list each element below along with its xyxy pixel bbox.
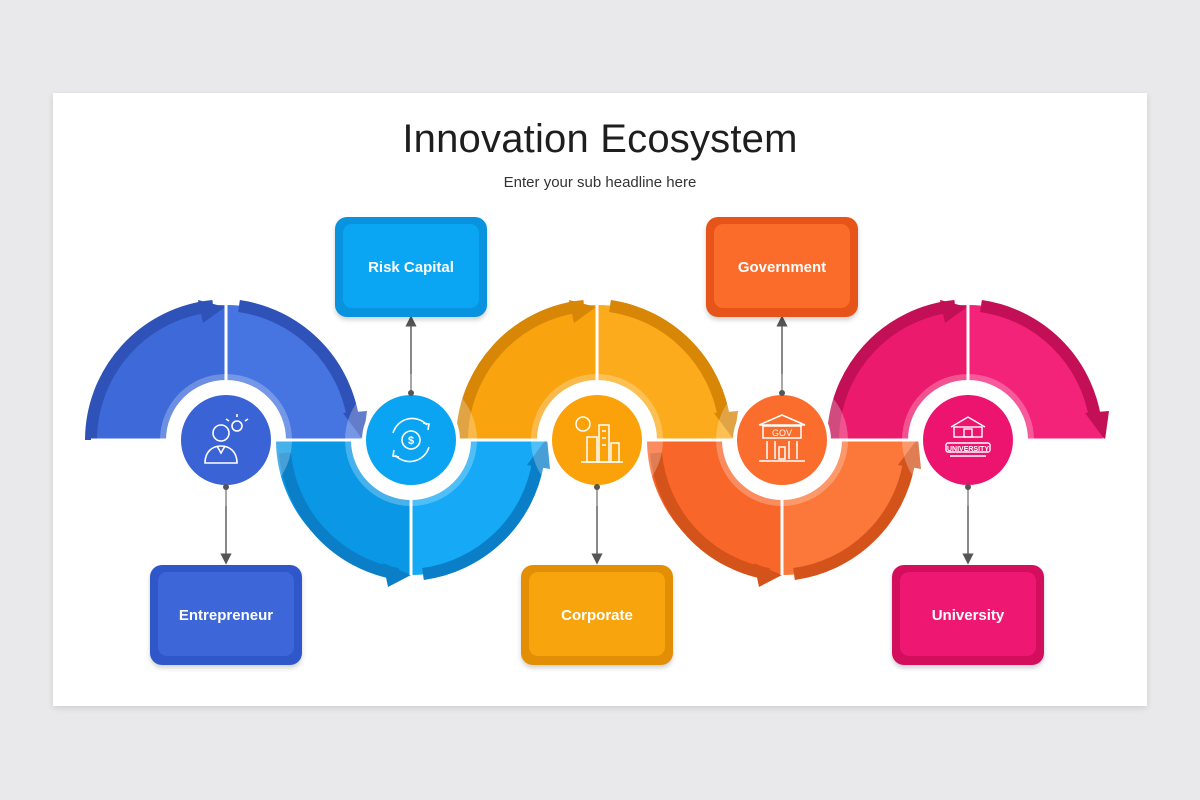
university-icon-text: UNIVERSITY	[947, 446, 989, 453]
entrepreneur-icon	[204, 414, 249, 464]
risk-capital-box-face	[343, 224, 479, 308]
university-box[interactable]: University	[892, 565, 1044, 665]
entrepreneur-node	[160, 374, 292, 506]
government-box-face	[714, 224, 850, 308]
entrepreneur-box[interactable]: Entrepreneur	[150, 565, 302, 665]
corporate-node	[531, 374, 663, 506]
entrepreneur-label: Entrepreneur	[178, 606, 274, 624]
corporate-arc	[456, 300, 738, 441]
university-box-face	[900, 572, 1036, 656]
page-subtitle: Enter your sub headline here	[503, 174, 697, 191]
entrepreneur-box-face	[158, 572, 294, 656]
risk-capital-node: $	[345, 374, 477, 506]
government-arc	[647, 438, 921, 587]
university-building-icon	[945, 416, 991, 457]
corporate-box[interactable]: Corporate	[521, 565, 673, 665]
university-node: UNIVERSITY	[902, 374, 1034, 506]
government-icon-text: GOV	[772, 428, 792, 438]
university-arc	[827, 300, 1109, 441]
money-cycle-icon	[392, 417, 430, 463]
corporate-label: Corporate	[561, 606, 633, 624]
university-label: University	[931, 606, 1005, 624]
government-box[interactable]: Government	[706, 217, 858, 317]
ecosystem-diagram: $	[85, 300, 1109, 587]
government-node: GOV	[716, 374, 848, 506]
government-label: Government	[737, 258, 827, 276]
entrepreneur-arc	[85, 300, 367, 441]
corporate-box-face	[529, 572, 665, 656]
risk-capital-label: Risk Capital	[368, 258, 454, 276]
government-building-icon	[758, 414, 806, 462]
risk-capital-box[interactable]: Risk Capital	[335, 217, 487, 317]
dollar-sign-icon: $	[408, 435, 414, 447]
corporate-buildings-icon	[575, 416, 623, 463]
slide: Innovation Ecosystem Enter your sub head…	[53, 93, 1147, 706]
risk-capital-arc	[276, 438, 550, 587]
page-title: Innovation Ecosystem	[402, 117, 798, 161]
